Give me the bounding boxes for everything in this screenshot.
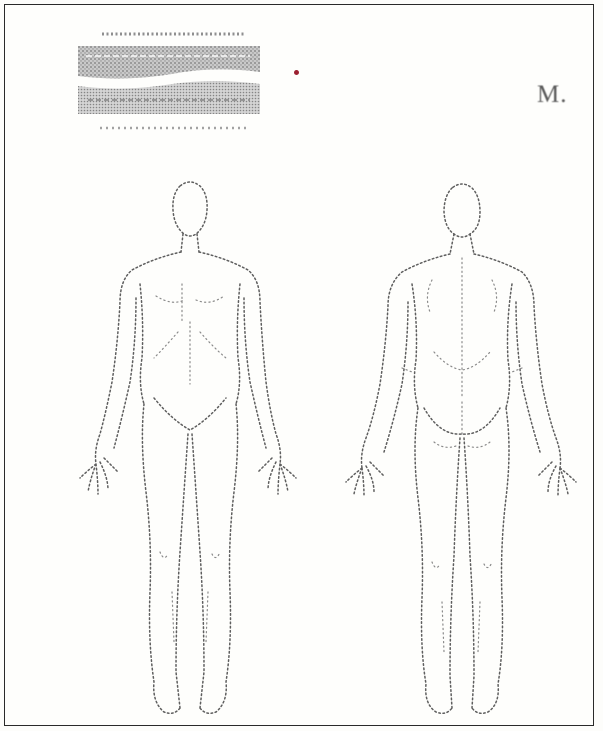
institution-logo — [74, 22, 264, 138]
front-body-outline-icon — [80, 182, 296, 713]
logo-lower-band — [78, 81, 260, 114]
logo-upper-band — [78, 46, 260, 79]
sheet-label: M. — [537, 81, 567, 109]
logo-graphic — [74, 22, 264, 138]
red-dot-mark — [294, 70, 299, 75]
back-body-outline-icon — [346, 184, 576, 713]
body-diagram — [4, 172, 594, 724]
body-figures — [4, 172, 594, 724]
